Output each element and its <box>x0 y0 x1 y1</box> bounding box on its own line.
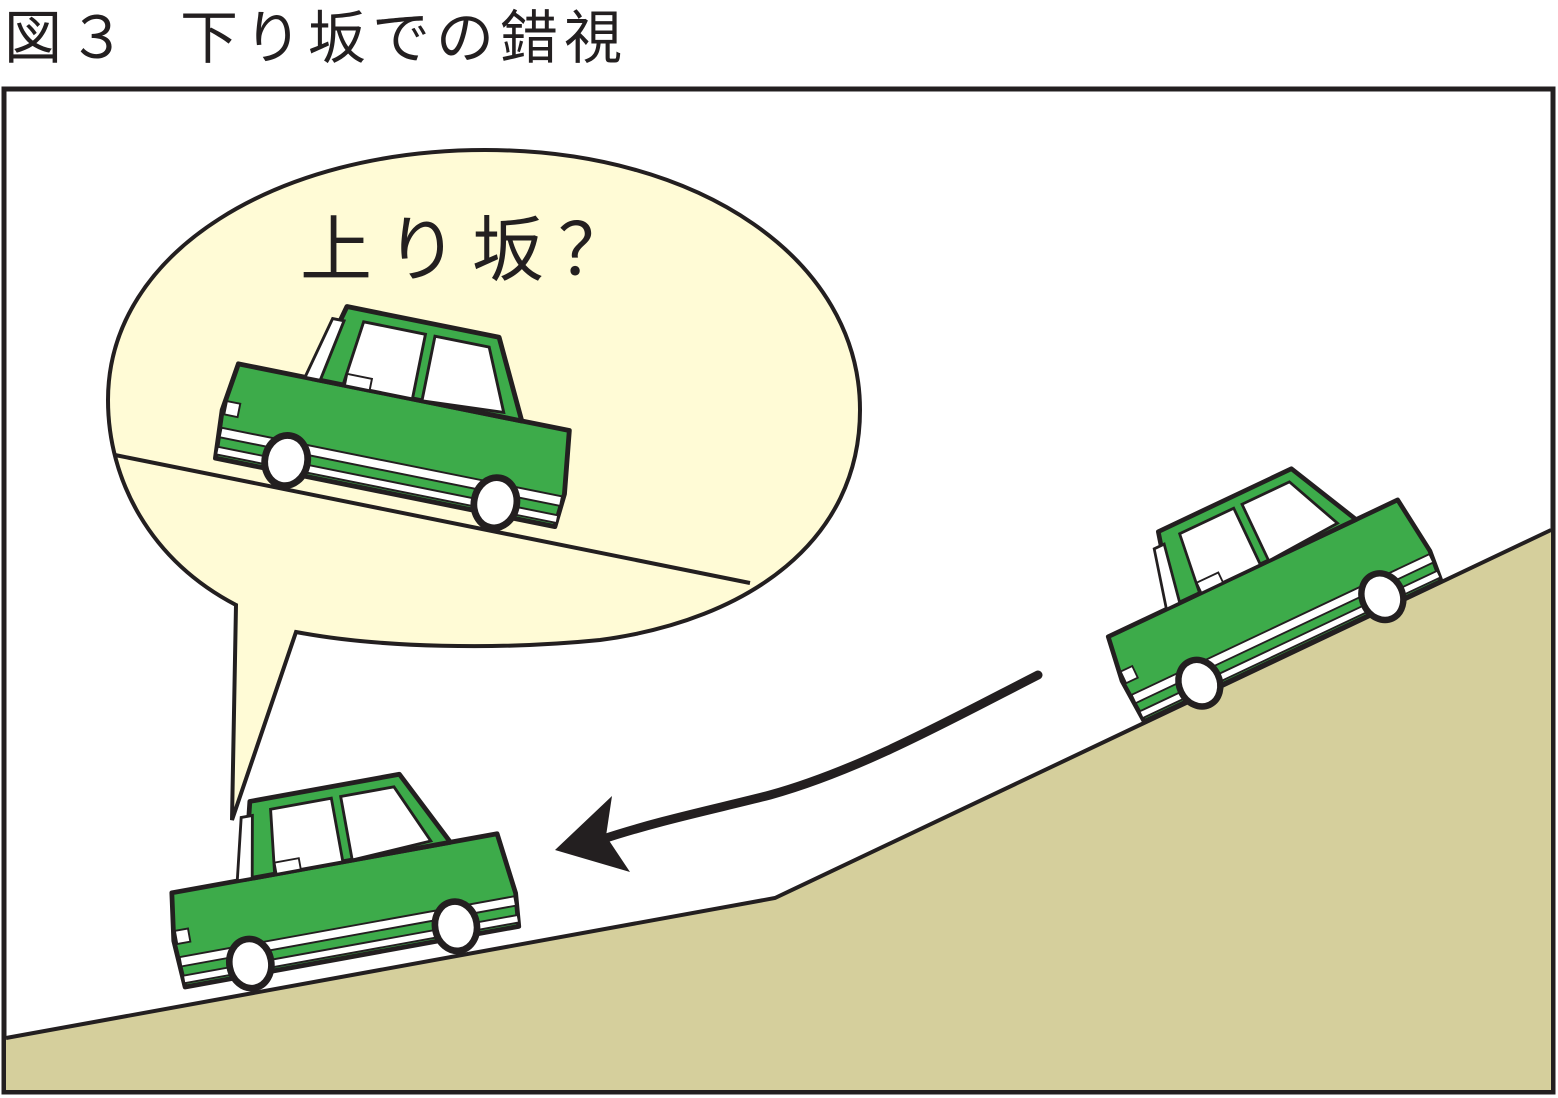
bubble-slope-line <box>114 453 751 585</box>
bubble-text: 上り坂？ <box>300 208 645 292</box>
slope-ground <box>6 530 1551 1090</box>
figure-title: 図３ 下り坂での錯視 <box>4 0 628 78</box>
motion-arrow-shaft <box>595 670 1043 845</box>
figure-caption: 下り坂での錯視 <box>180 4 629 72</box>
motion-arrow-head-icon <box>555 796 630 872</box>
figure-label: 図３ <box>4 4 133 72</box>
